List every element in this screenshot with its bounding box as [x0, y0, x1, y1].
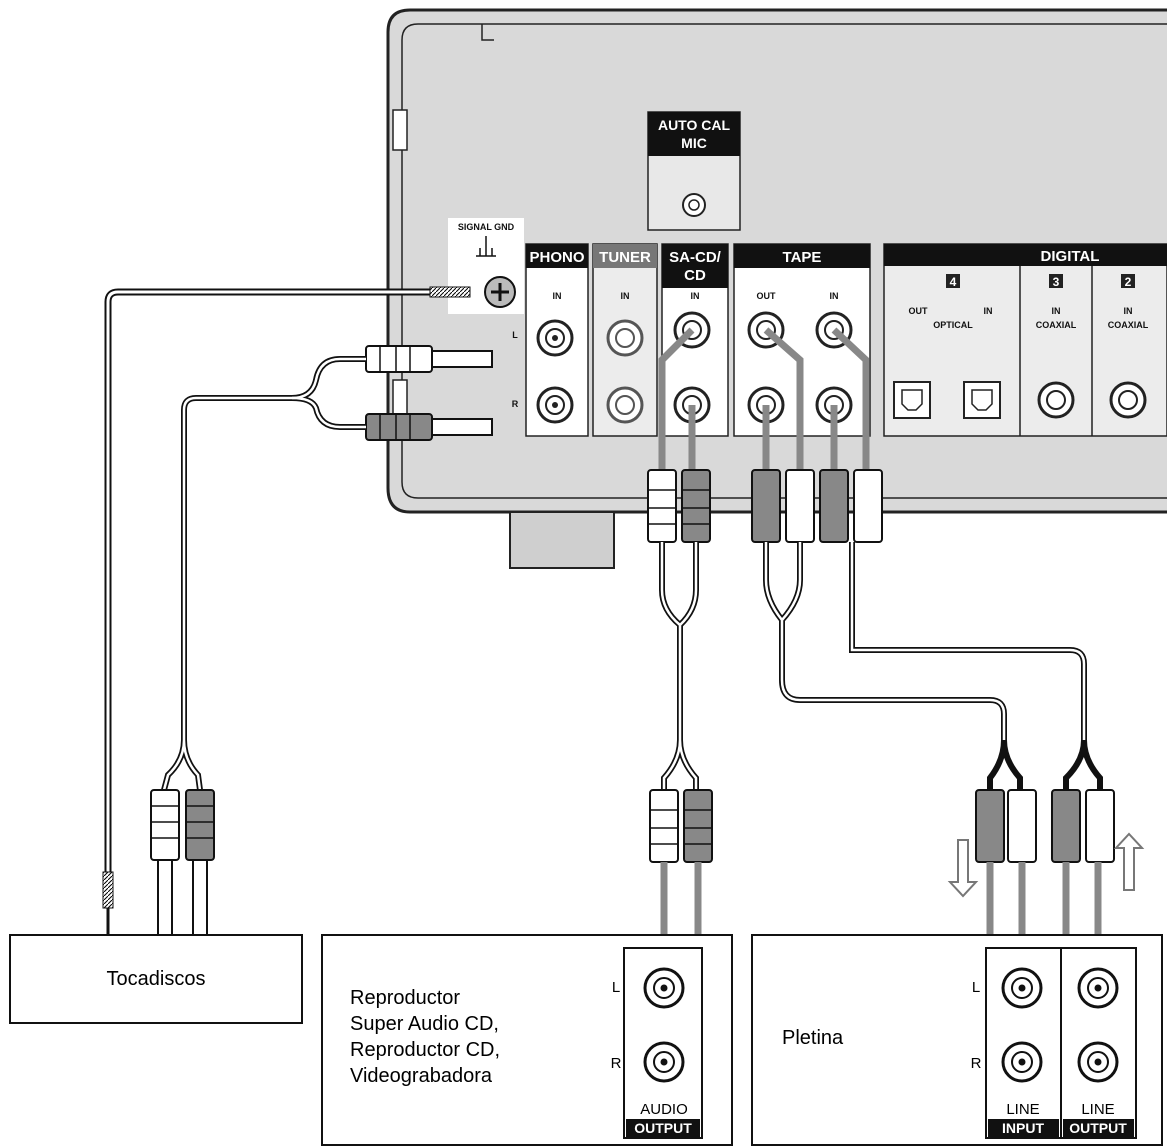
digital-jacks: DIGITAL 4 3 2 OUT IN OPTICAL IN COAXIAL …	[883, 243, 1167, 437]
tuner-jacks: TUNER IN	[592, 243, 658, 437]
svg-text:2: 2	[1125, 275, 1132, 289]
turntable-device: Tocadiscos	[9, 934, 303, 1024]
svg-text:3: 3	[1053, 275, 1060, 289]
tape-deck-label: Pletina	[782, 1027, 844, 1049]
svg-text:INPUT: INPUT	[1002, 1120, 1044, 1136]
svg-text:IN: IN	[984, 306, 993, 316]
svg-text:DIGITAL: DIGITAL	[1041, 248, 1100, 265]
svg-text:L: L	[972, 979, 980, 996]
phono-jacks: PHONO IN L R	[512, 243, 589, 437]
mic-label: MIC	[681, 135, 707, 151]
auto-cal-mic-jack: AUTO CAL MIC	[647, 111, 741, 231]
signal-gnd-terminal: SIGNAL GND	[448, 218, 524, 314]
svg-text:OUTPUT: OUTPUT	[634, 1120, 692, 1136]
auto-cal-label: AUTO CAL	[658, 117, 731, 133]
svg-text:SA-CD/: SA-CD/	[669, 249, 721, 266]
signal-gnd-label: SIGNAL GND	[458, 222, 515, 232]
svg-text:R: R	[971, 1055, 982, 1072]
arrow-up-icon	[1113, 832, 1145, 891]
cd-player-device: Reproductor Super Audio CD, Reproductor …	[321, 934, 733, 1146]
turntable-cable	[102, 286, 493, 936]
svg-text:COAXIAL: COAXIAL	[1036, 320, 1077, 330]
svg-text:LINE: LINE	[1081, 1101, 1114, 1118]
svg-text:IN: IN	[830, 291, 839, 301]
svg-text:4: 4	[950, 275, 957, 289]
svg-text:TAPE: TAPE	[783, 249, 822, 266]
svg-text:L: L	[512, 330, 518, 340]
svg-text:IN: IN	[621, 291, 630, 301]
svg-text:PHONO: PHONO	[529, 249, 584, 266]
svg-text:COAXIAL: COAXIAL	[1108, 320, 1149, 330]
svg-text:OPTICAL: OPTICAL	[933, 320, 973, 330]
arrow-down-icon	[947, 839, 979, 898]
ground-icon	[476, 236, 496, 257]
svg-text:R: R	[512, 399, 519, 409]
svg-text:Reproductor CD,: Reproductor CD,	[350, 1039, 500, 1061]
svg-text:IN: IN	[553, 291, 562, 301]
svg-text:OUT: OUT	[757, 291, 777, 301]
svg-text:Reproductor: Reproductor	[350, 987, 460, 1009]
svg-text:AUDIO: AUDIO	[640, 1101, 688, 1118]
tape-deck-device: Pletina L R LINE LINE INPUT OUTPUT	[751, 934, 1163, 1146]
svg-text:IN: IN	[1124, 306, 1133, 316]
svg-text:LINE: LINE	[1006, 1101, 1039, 1118]
svg-text:CD: CD	[684, 267, 706, 284]
svg-text:Super Audio CD,: Super Audio CD,	[350, 1013, 499, 1035]
svg-text:IN: IN	[691, 291, 700, 301]
svg-text:IN: IN	[1052, 306, 1061, 316]
svg-text:TUNER: TUNER	[599, 249, 651, 266]
svg-text:L: L	[612, 979, 620, 996]
svg-text:OUT: OUT	[909, 306, 929, 316]
receiver-foot	[509, 511, 615, 569]
svg-text:OUTPUT: OUTPUT	[1069, 1120, 1127, 1136]
svg-text:R: R	[611, 1055, 622, 1072]
svg-text:Videograbadora: Videograbadora	[350, 1065, 493, 1087]
cd-player-cable	[647, 327, 713, 1064]
turntable-label: Tocadiscos	[107, 968, 206, 990]
